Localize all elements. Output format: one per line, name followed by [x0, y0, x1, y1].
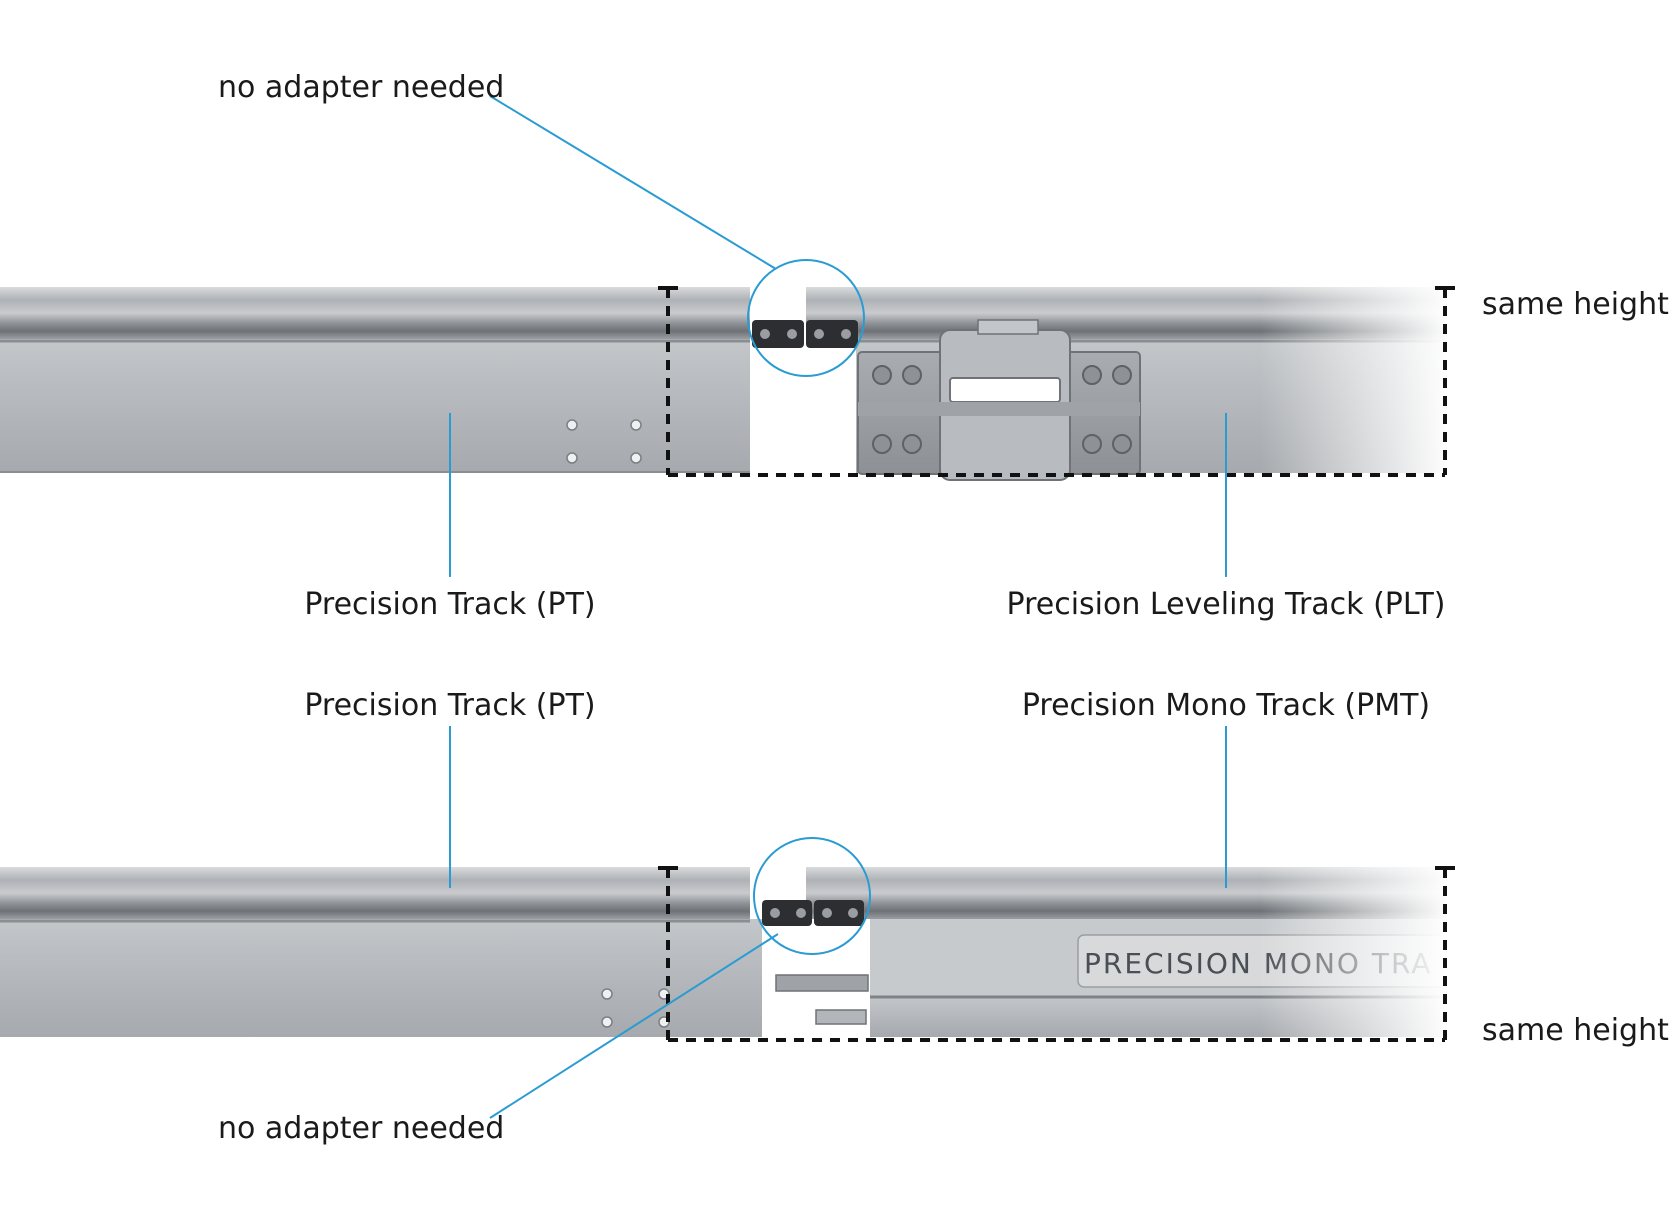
- joint-connector-top: [752, 320, 858, 348]
- label-no-adapter-bottom: no adapter needed: [218, 1111, 504, 1146]
- label-precision-mono-track: Precision Mono Track (PMT): [1022, 688, 1430, 723]
- label-same-height-bottom: same height: [1482, 1013, 1669, 1048]
- leveling-bracket: [857, 319, 1141, 481]
- precision-track-rail-bottom: [0, 867, 762, 1037]
- bottom-assembly: PRECISION MONO TRA: [0, 726, 1455, 1119]
- same-height-dimension-top: [658, 286, 1455, 477]
- joint-connector-bottom: [762, 900, 864, 926]
- same-height-dimension-bottom: [658, 866, 1455, 1042]
- callout-circle-bottom: [753, 837, 871, 955]
- top-assembly: [0, 95, 1455, 577]
- label-no-adapter-top: no adapter needed: [218, 70, 504, 105]
- label-precision-leveling-track: Precision Leveling Track (PLT): [1007, 587, 1446, 622]
- label-precision-track-bottom: Precision Track (PT): [304, 688, 595, 723]
- label-precision-track-top: Precision Track (PT): [304, 587, 595, 622]
- callout-line-no-adapter-bottom: [489, 933, 779, 1119]
- callout-line-no-adapter-top: [489, 95, 777, 270]
- label-same-height-top: same height: [1482, 287, 1669, 322]
- precision-track-rail-top: [0, 287, 750, 473]
- callout-circle-top: [747, 259, 865, 377]
